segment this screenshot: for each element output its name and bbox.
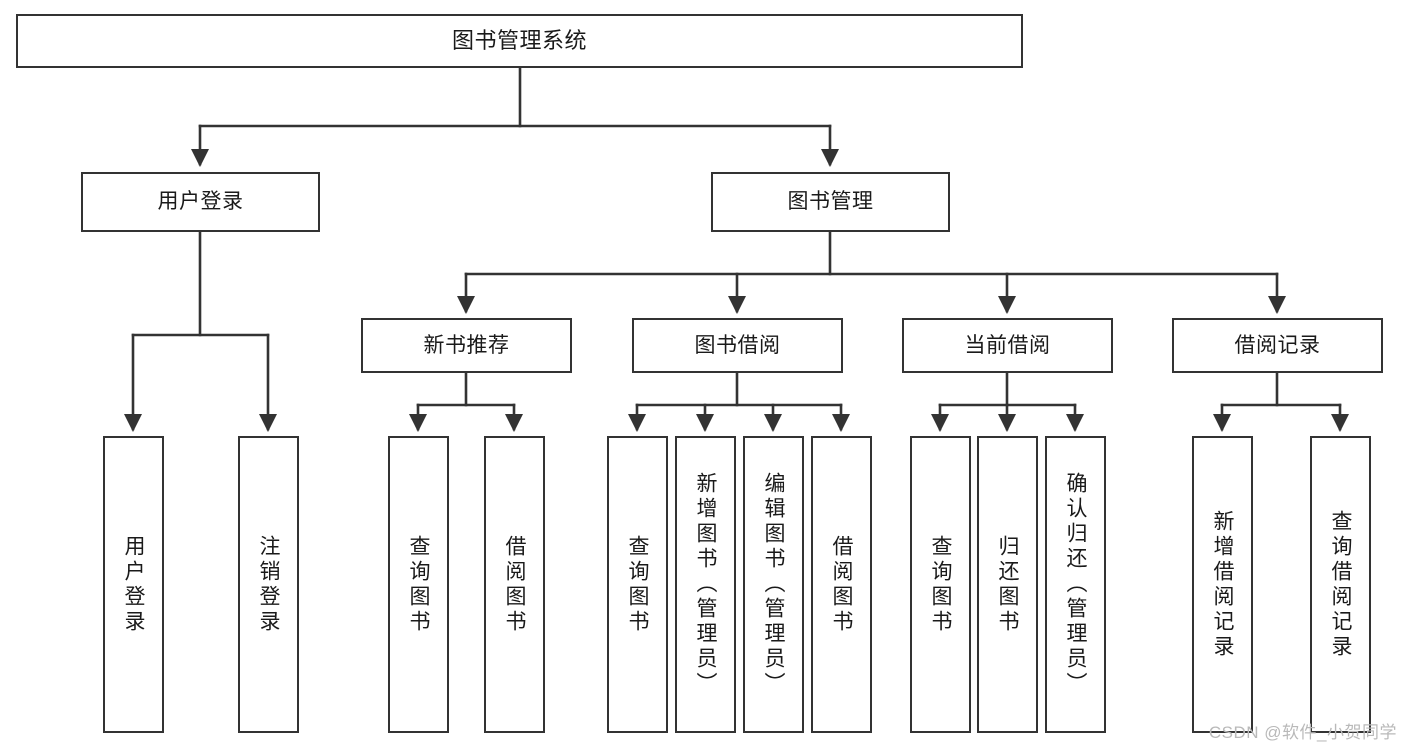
leaf-add-borrow-record[interactable]: 新增借阅记录 <box>1192 436 1253 733</box>
node-label: 图书管理 <box>787 190 874 214</box>
node-label: 查询图书 <box>626 534 649 635</box>
node-user-login[interactable]: 用户登录 <box>81 172 320 232</box>
node-label: 借阅图书 <box>503 534 526 635</box>
leaf-borrow-book-new[interactable]: 借阅图书 <box>484 436 545 733</box>
node-label: 新增图书（管理员） <box>694 472 717 697</box>
node-label: 新增借阅记录 <box>1211 509 1234 660</box>
node-label: 图书借阅 <box>694 333 781 357</box>
node-label: 借阅图书 <box>830 534 853 635</box>
node-label: 图书管理系统 <box>451 27 587 53</box>
leaf-return-book[interactable]: 归还图书 <box>977 436 1038 733</box>
leaf-query-book-new[interactable]: 查询图书 <box>388 436 449 733</box>
node-borrow-record[interactable]: 借阅记录 <box>1172 318 1383 373</box>
node-new-book-recommend[interactable]: 新书推荐 <box>361 318 572 373</box>
leaf-confirm-return-admin[interactable]: 确认归还（管理员） <box>1045 436 1106 733</box>
node-label: 用户登录 <box>157 190 244 214</box>
node-root-system[interactable]: 图书管理系统 <box>16 14 1023 68</box>
node-book-management[interactable]: 图书管理 <box>711 172 950 232</box>
node-book-borrow[interactable]: 图书借阅 <box>632 318 843 373</box>
leaf-query-book-current[interactable]: 查询图书 <box>910 436 971 733</box>
node-label: 编辑图书（管理员） <box>762 472 785 697</box>
leaf-query-borrow-record[interactable]: 查询借阅记录 <box>1310 436 1371 733</box>
node-label: 注销登录 <box>257 534 280 635</box>
leaf-user-login[interactable]: 用户登录 <box>103 436 164 733</box>
leaf-user-logout[interactable]: 注销登录 <box>238 436 299 733</box>
watermark-text: CSDN @软件_小贺同学 <box>1208 723 1397 742</box>
node-label: 当前借阅 <box>964 333 1051 357</box>
node-label: 借阅记录 <box>1234 333 1321 357</box>
node-label: 查询图书 <box>929 534 952 635</box>
node-label: 查询图书 <box>407 534 430 635</box>
node-current-borrow[interactable]: 当前借阅 <box>902 318 1113 373</box>
leaf-edit-book-admin[interactable]: 编辑图书（管理员） <box>743 436 804 733</box>
leaf-borrow-book[interactable]: 借阅图书 <box>811 436 872 733</box>
leaf-query-book-borrow[interactable]: 查询图书 <box>607 436 668 733</box>
node-label: 确认归还（管理员） <box>1064 472 1087 697</box>
node-label: 归还图书 <box>996 534 1019 635</box>
node-label: 查询借阅记录 <box>1329 509 1352 660</box>
node-label: 新书推荐 <box>423 333 510 357</box>
leaf-add-book-admin[interactable]: 新增图书（管理员） <box>675 436 736 733</box>
node-label: 用户登录 <box>122 534 145 635</box>
